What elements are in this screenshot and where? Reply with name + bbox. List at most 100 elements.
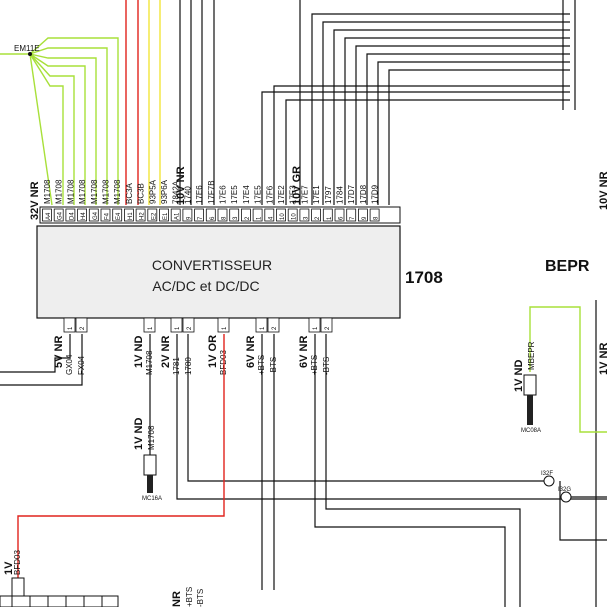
sub-conn-2-tag: MC08A	[521, 428, 541, 434]
top-wire-label: 17D7	[347, 184, 356, 204]
tag-i32g: I32G	[558, 487, 571, 493]
top-wire-label: M1708	[113, 179, 122, 204]
top-pin	[53, 208, 64, 222]
top-wire-label: 17E2	[277, 185, 286, 204]
module-title: CONVERTISSEUR	[152, 257, 272, 273]
bottom-pin	[217, 317, 230, 333]
top-pin-number: A1	[175, 212, 181, 220]
top-pin-number: 1	[327, 216, 333, 220]
top-wire-label: 17E6	[195, 185, 204, 204]
sub-conn-1-tag: MC16A	[142, 496, 162, 502]
top-wire-label: M1708	[66, 179, 75, 204]
top-pin	[182, 208, 193, 222]
top-sub-label-2: 10V GR	[291, 166, 303, 205]
top-sub-label-1: 10V NR	[175, 166, 187, 205]
top-wire-label: 93P5A	[148, 179, 157, 204]
top-wire-label: 17D9	[371, 184, 380, 204]
top-pin-number: 6	[339, 216, 345, 220]
top-pin	[322, 208, 333, 222]
sub-conn-1-label: 1V ND	[133, 418, 145, 450]
top-pin	[334, 208, 345, 222]
bepr-label: BEPR	[545, 258, 590, 275]
sub-conn-2-label: 1V ND	[513, 360, 525, 392]
small-tags: I32F I32G	[541, 471, 572, 503]
bottom-pin	[320, 317, 333, 333]
sub-conn-3-wire: BFD03	[13, 550, 22, 575]
top-wire-label: 1740	[183, 186, 192, 204]
bottom-connector-label: 1V OR	[207, 335, 219, 368]
top-pin-number: 7	[350, 216, 356, 220]
top-wire-label: 17E4	[242, 185, 251, 204]
sub-conn-1-wire: M1708	[147, 425, 156, 450]
bottom-wire-label: GX04	[65, 354, 74, 375]
top-pin-number: 2	[315, 216, 321, 220]
right-edge-label-2: 1V NR	[598, 343, 607, 375]
bottom-pin	[255, 317, 268, 333]
top-pin-number: 7	[198, 216, 204, 220]
top-pin-number: H1	[128, 212, 134, 220]
top-pin-number: F4	[105, 212, 111, 220]
top-pin	[229, 208, 240, 222]
sub-conn-4-label: NR	[171, 591, 183, 607]
top-pin	[217, 208, 228, 222]
bottom-wires	[0, 300, 607, 607]
top-connector-label: 32V NR	[29, 181, 41, 220]
top-pin-number: 3	[303, 216, 309, 220]
bottom-pin	[143, 317, 156, 333]
top-wire-label: 17E5	[254, 185, 263, 204]
top-pin	[100, 208, 111, 222]
top-wire-label: 17E7	[300, 185, 309, 204]
top-pin	[135, 208, 146, 222]
bottom-pin	[63, 317, 76, 333]
sub-connector-bfd03: 1V BFD03	[0, 550, 119, 607]
sub-conn-4-wire-2: -BTS	[196, 589, 205, 607]
bottom-pin-number: 1	[260, 326, 266, 330]
top-pin-number: 10	[292, 213, 298, 220]
bottom-pin	[182, 317, 195, 333]
right-edge-label: 10V NR	[598, 171, 607, 210]
bottom-connector-label: 5V NR	[53, 336, 65, 368]
top-wire-label: BC3A	[125, 182, 134, 204]
bottom-connector-label: 2V NR	[160, 336, 172, 368]
top-pin	[299, 208, 310, 222]
top-wire-label: M1708	[78, 179, 87, 204]
top-pin	[88, 208, 99, 222]
top-pin-number: 4	[268, 216, 274, 220]
top-pin-number: 6	[210, 216, 216, 220]
top-wires	[179, 0, 576, 205]
module-subtitle: AC/DC et DC/DC	[152, 278, 259, 294]
top-pin	[205, 208, 216, 222]
top-wire-label: 17E5	[230, 185, 239, 204]
converter-module: CONVERTISSEUR AC/DC et DC/DC	[36, 225, 401, 319]
top-wire-label: M1708	[43, 179, 52, 204]
bottom-pin	[170, 317, 183, 333]
bottom-pin-number: 1	[313, 326, 319, 330]
top-pin-number: 9	[362, 216, 368, 220]
bottom-pin	[267, 317, 280, 333]
top-pin-number: E4	[116, 212, 122, 220]
top-pin-number: 1	[257, 216, 263, 220]
bottom-pin-number: 1	[68, 326, 74, 330]
top-wire-label: 17D8	[359, 184, 368, 204]
top-pin	[311, 208, 322, 222]
top-pin	[42, 208, 52, 222]
top-wire-label: 17F7B	[207, 180, 216, 204]
sub-conn-4-wire-1: +BTS	[185, 587, 194, 607]
top-pin-number: E2	[151, 212, 157, 220]
top-pin-number: E1	[163, 212, 169, 220]
tag-i32f: I32F	[541, 471, 553, 477]
colored-top-wires	[0, 0, 161, 206]
bottom-pin-number: 1	[222, 326, 228, 330]
bottom-pin-number: 2	[325, 326, 331, 330]
bottom-connector-label: 1V ND	[133, 336, 145, 368]
top-wire-label: BC3B	[137, 183, 146, 204]
top-pin	[240, 208, 251, 222]
bottom-connector-label: 6V NR	[245, 336, 257, 368]
sub-connector-mbepr: 1V ND MBEPR MC08A	[513, 341, 541, 434]
top-pin	[112, 208, 123, 222]
bottom-pin	[75, 317, 88, 333]
top-pin-number: G4	[58, 211, 64, 220]
top-pin	[147, 208, 158, 222]
